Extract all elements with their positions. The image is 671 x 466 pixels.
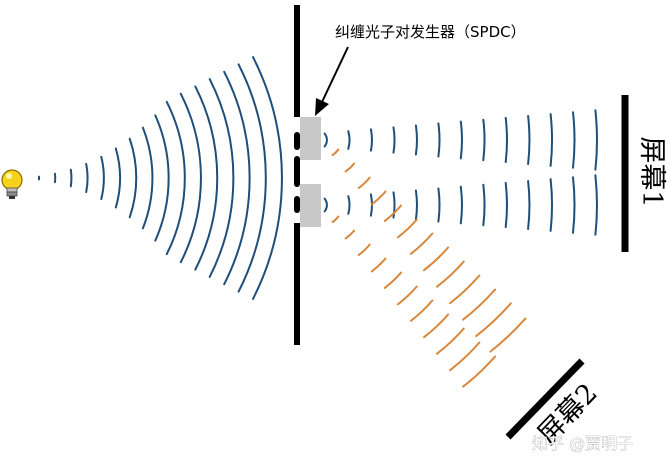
idler-wavefront	[423, 246, 450, 272]
idler-waves-upper	[331, 148, 527, 353]
signal-wavefront	[527, 115, 531, 165]
signal-wavefront	[437, 187, 441, 223]
signal-wavefront	[482, 118, 486, 162]
idler-wavefront	[396, 285, 418, 306]
source-wavefront	[194, 85, 219, 271]
idler-wavefront	[383, 204, 403, 222]
spdc-crystal-upper	[300, 117, 321, 160]
signal-wavefront	[549, 178, 553, 232]
source-wavefront	[208, 78, 235, 278]
signal-wavefront	[392, 191, 396, 219]
idler-wavefront	[396, 218, 418, 239]
screen-2	[505, 358, 585, 440]
source-wavefront	[100, 155, 105, 201]
signal-wavefront	[459, 185, 463, 225]
idler-wavefront	[370, 257, 387, 273]
signal-wavefront	[572, 176, 576, 234]
signal-wavefront	[414, 189, 418, 221]
screen-1-label: 屏幕1	[636, 136, 667, 207]
idler-wavefront	[489, 317, 527, 353]
idler-wavefront	[436, 260, 465, 288]
idler-wavefront	[423, 313, 450, 339]
signal-wavefront	[549, 113, 553, 167]
idler-wavefront	[370, 190, 387, 206]
signal-wavefront	[459, 120, 463, 160]
source-waves	[38, 56, 283, 300]
source-wavefront	[128, 137, 138, 219]
idler-wavefront	[383, 271, 403, 289]
idler-wavefront	[436, 327, 465, 355]
idler-wavefront	[331, 148, 340, 156]
idler-wavefront	[449, 274, 481, 305]
source-wavefront	[85, 162, 89, 194]
idler-wavefront	[357, 243, 371, 256]
idler-wavefront	[462, 288, 497, 321]
signal-wavefront	[527, 180, 531, 230]
source-wavefront	[154, 114, 170, 242]
signal-wavefront	[323, 197, 328, 213]
signal-wavefront	[392, 126, 396, 154]
signal-wavefront	[482, 183, 486, 227]
source-wavefront	[141, 126, 154, 230]
signal-wavefront	[572, 111, 576, 169]
source-wavefront	[114, 147, 122, 209]
signal-wavefront	[369, 128, 373, 152]
idler-wavefront	[344, 162, 356, 173]
light-bulb-icon	[1, 169, 23, 199]
spdc-crystal-lower	[300, 184, 321, 227]
source-wavefront	[223, 70, 251, 286]
signal-wavefront	[594, 109, 598, 171]
signal-wavefront	[347, 195, 351, 215]
signal-wavefront	[504, 181, 508, 229]
signal-wavefront	[437, 122, 441, 158]
arrow-icon	[315, 46, 349, 116]
signal-waves-upper	[323, 109, 598, 171]
signal-wavefront	[504, 116, 508, 164]
idler-wavefront	[357, 176, 371, 189]
source-wavefront	[165, 100, 186, 256]
idler-wavefront	[409, 232, 434, 255]
idler-wavefront	[462, 355, 497, 388]
source-wavefront	[252, 56, 283, 300]
idler-wavefront	[331, 215, 340, 223]
idler-wavefront	[344, 229, 356, 240]
signal-waves-lower	[323, 174, 598, 236]
signal-wavefront	[414, 124, 418, 156]
idler-wavefront	[409, 299, 434, 322]
source-wavefront	[179, 92, 202, 264]
signal-wavefront	[347, 130, 351, 150]
idler-wavefront	[449, 341, 481, 372]
source-wavefront	[69, 168, 73, 188]
spdc-label: 纠缠光子对发生器（SPDC）	[335, 23, 526, 41]
watermark: 知乎 @贾明子	[532, 434, 633, 453]
signal-wavefront	[594, 174, 598, 236]
source-wavefront	[237, 63, 267, 293]
idler-wavefront	[475, 302, 512, 338]
idler-waves-lower	[331, 215, 497, 388]
signal-wavefront	[323, 132, 328, 148]
